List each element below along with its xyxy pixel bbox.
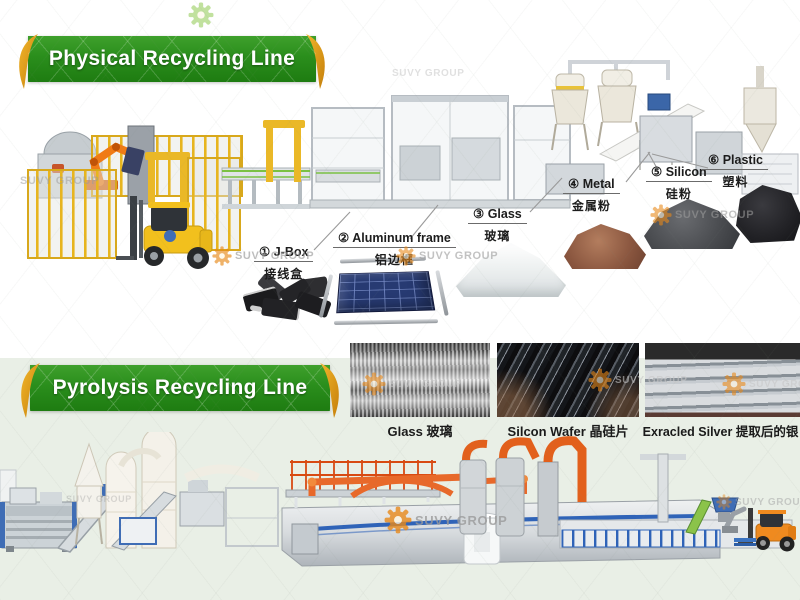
photo-extracted-silver <box>645 343 800 417</box>
forklift-orange <box>734 508 796 552</box>
caption-glass: Glass 玻璃 <box>350 421 490 440</box>
label-aluminum-frame: ② Aluminum frame 铝边框 <box>333 230 456 268</box>
label-silicon: ⑤ Silicon 硅粉 <box>646 164 712 202</box>
label-num: ② <box>338 231 350 245</box>
label-jbox-en: ① J-Box <box>254 244 314 262</box>
pyrolysis-line-illustration <box>0 432 796 567</box>
portal-frame <box>263 120 305 182</box>
caption-silicon-wafer: Silcon Wafer 晶硅片 <box>497 421 639 440</box>
ribbon-curl-icon <box>306 34 325 89</box>
label-metal-en: ④ Metal <box>563 176 620 194</box>
ribbon-curl-icon <box>19 34 38 89</box>
label-plastic-zh: 塑料 <box>722 175 749 189</box>
ribbon-curl-icon <box>21 363 40 418</box>
physical-line-banner: Physical Recycling Line <box>19 34 325 89</box>
label-text: Aluminum frame <box>352 231 451 245</box>
label-aluminum-frame-en: ② Aluminum frame <box>333 230 456 248</box>
label-silicon-en: ⑤ Silicon <box>646 164 712 182</box>
label-num: ① <box>259 245 271 259</box>
suvy-gear-icon <box>188 2 214 28</box>
label-text: Silicon <box>665 165 707 179</box>
label-plastic: ⑥ Plastic 塑料 <box>703 152 769 190</box>
caption-zh: 玻璃 <box>426 424 453 439</box>
caption-zh: 提取后的银 <box>735 425 799 439</box>
label-text: J-Box <box>273 245 309 259</box>
physical-line-illustration <box>27 60 799 269</box>
photo-glass <box>350 343 490 417</box>
label-num: ③ <box>473 207 485 221</box>
scrubber-towers <box>74 432 177 549</box>
label-jbox: ① J-Box 接线盒 <box>254 244 314 282</box>
label-aluminum-frame-zh: 铝边框 <box>374 253 414 267</box>
label-num: ④ <box>568 177 580 191</box>
physical-line-title: Physical Recycling Line <box>48 47 296 70</box>
pyrolysis-line-banner: Pyrolysis Recycling Line <box>21 363 339 418</box>
pyrolysis-line-title: Pyrolysis Recycling Line <box>52 376 308 399</box>
yellow-gantry <box>145 152 190 202</box>
label-num: ⑥ <box>708 153 720 167</box>
label-glass-en: ③ Glass <box>468 206 527 224</box>
label-glass: ③ Glass 玻璃 <box>468 206 527 244</box>
label-glass-zh: 玻璃 <box>484 229 511 243</box>
feeder-units <box>179 464 279 547</box>
gas-scrubber-towers <box>459 436 587 537</box>
label-plastic-en: ⑥ Plastic <box>703 152 769 170</box>
label-text: Glass <box>487 207 522 221</box>
label-jbox-zh: 接线盒 <box>264 267 304 281</box>
caption-extracted-silver: Exracled Silver 提取后的银 <box>641 421 800 440</box>
incline-conveyor <box>111 491 177 551</box>
brand-watermark <box>188 2 214 28</box>
caption-en: Silcon Wafer <box>507 424 586 439</box>
caption-en: Exracled Silver <box>642 425 733 439</box>
label-metal: ④ Metal 金属粉 <box>563 176 620 214</box>
label-text: Metal <box>582 177 615 191</box>
ribbon-curl-icon <box>320 363 339 418</box>
label-silicon-zh: 硅粉 <box>665 187 692 201</box>
label-text: Plastic <box>722 153 764 167</box>
label-num: ⑤ <box>651 165 663 179</box>
label-metal-zh: 金属粉 <box>571 199 611 213</box>
caption-en: Glass <box>387 424 423 439</box>
photo-silicon-wafer <box>497 343 639 417</box>
forklift-yellow <box>116 196 213 269</box>
caption-zh: 晶硅片 <box>589 424 629 439</box>
